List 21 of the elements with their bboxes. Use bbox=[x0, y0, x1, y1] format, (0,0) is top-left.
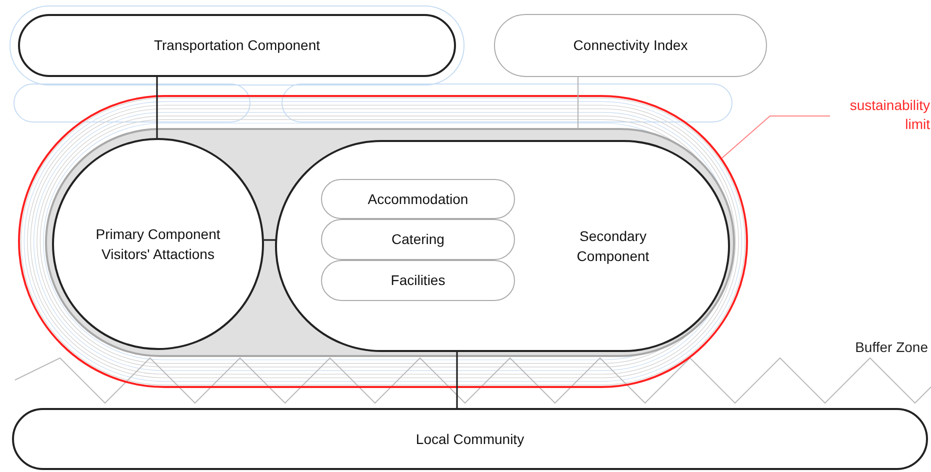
connector-line bbox=[264, 239, 276, 241]
boundary-outline bbox=[18, 95, 748, 388]
node-label: Local Community bbox=[416, 430, 524, 449]
node-label: Primary Component Visitors' Attactions bbox=[94, 225, 222, 264]
service-pill bbox=[321, 179, 515, 219]
callout-text: sustainability limit bbox=[848, 96, 930, 134]
component-pill bbox=[275, 140, 730, 352]
service-pill bbox=[321, 219, 515, 260]
node-label: Secondary Component bbox=[576, 227, 650, 266]
core-band bbox=[45, 128, 735, 357]
component-pill bbox=[18, 14, 456, 77]
leader-line bbox=[722, 116, 830, 158]
node-label: Transportation Component bbox=[154, 36, 320, 55]
connector-line bbox=[456, 352, 458, 408]
connector-line bbox=[156, 77, 158, 138]
node-label: Accommodation bbox=[368, 190, 468, 208]
node-label: Connectivity Index bbox=[573, 36, 688, 55]
node-label: Facilities bbox=[390, 271, 446, 290]
node-label: Catering bbox=[392, 230, 444, 249]
service-pill bbox=[321, 260, 515, 301]
zone-label: Buffer Zone bbox=[855, 338, 928, 357]
